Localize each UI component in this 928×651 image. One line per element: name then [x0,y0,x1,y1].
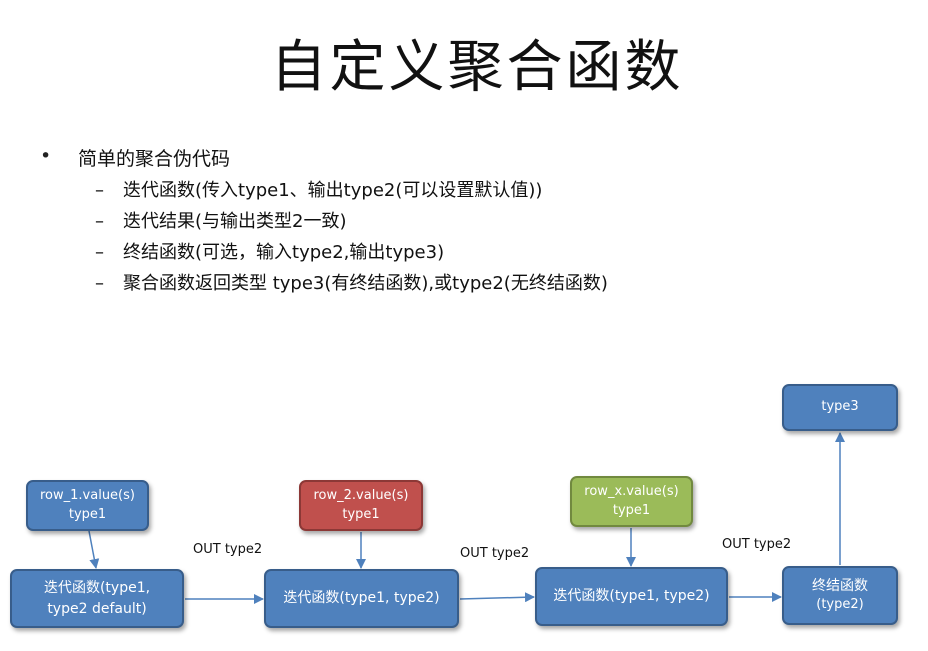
sub-item-dash: – [95,242,104,263]
sub-item-text: 聚合函数返回类型 type3(有终结函数),或type2(无终结函数) [123,273,608,294]
bullet-marker: • [40,145,52,167]
input-row-2-line1: row_2.value(s) [313,487,409,503]
output-type3: type3 [782,384,898,431]
input-row-x-line1: row_x.value(s) [584,483,679,499]
input-row-2: row_2.value(s) type1 [299,480,423,531]
input-row-1-line1: row_1.value(s) [40,487,135,503]
input-row-x-line2: type1 [612,502,651,518]
arrow-input-1 [88,530,100,569]
iterator-1-line1: 迭代函数(type1, [43,580,151,597]
output-type3-label: type3 [821,399,859,415]
input-row-x: row_x.value(s) type1 [570,476,693,527]
final-function-line2: (type2) [816,597,864,613]
edge-label-1: OUT type2 [193,542,263,557]
sub-item-dash: – [95,180,104,201]
sub-item: –聚合函数返回类型 type3(有终结函数),或type2(无终结函数) [95,269,608,295]
input-row-2-line2: type1 [342,506,380,522]
sub-item-dash: – [95,273,104,294]
iterator-function-2: 迭代函数(type1, type2) [264,569,459,628]
final-function: 终结函数 (type2) [782,566,898,625]
edge-label-2: OUT type2 [460,546,530,561]
sub-item: –终结函数(可选，输入type2,输出type3) [95,238,444,264]
sub-item-text: 终结函数(可选，输入type2,输出type3) [123,242,445,263]
edge-label-3: OUT type2 [722,537,792,552]
sub-item-text: 迭代结果(与输出类型2一致) [123,211,347,232]
slide-title: 自定义聚合函数 [270,35,684,100]
sub-item-text: 迭代函数(传入type1、输出type2(可以设置默认值)) [123,180,543,201]
sub-item-dash: – [95,211,104,232]
iterator-1-line2: type2 default) [47,600,147,617]
input-row-1-line2: type1 [68,506,107,522]
sub-item: –迭代结果(与输出类型2一致) [95,207,347,233]
iterator-function-1: 迭代函数(type1, type2 default) [10,569,184,628]
iterator-2-line1: 迭代函数(type1, type2) [283,590,440,607]
input-row-1: row_1.value(s) type1 [26,480,149,531]
final-function-line1: 终结函数 [812,577,868,594]
bullet-text: 简单的聚合伪代码 [78,148,231,170]
arrow-iter2-iter3 [459,592,535,603]
iterator-3-line1: 迭代函数(type1, type2) [553,588,710,605]
sub-item: –迭代函数(传入type1、输出type2(可以设置默认值)) [95,176,542,202]
iterator-function-3: 迭代函数(type1, type2) [535,567,728,626]
